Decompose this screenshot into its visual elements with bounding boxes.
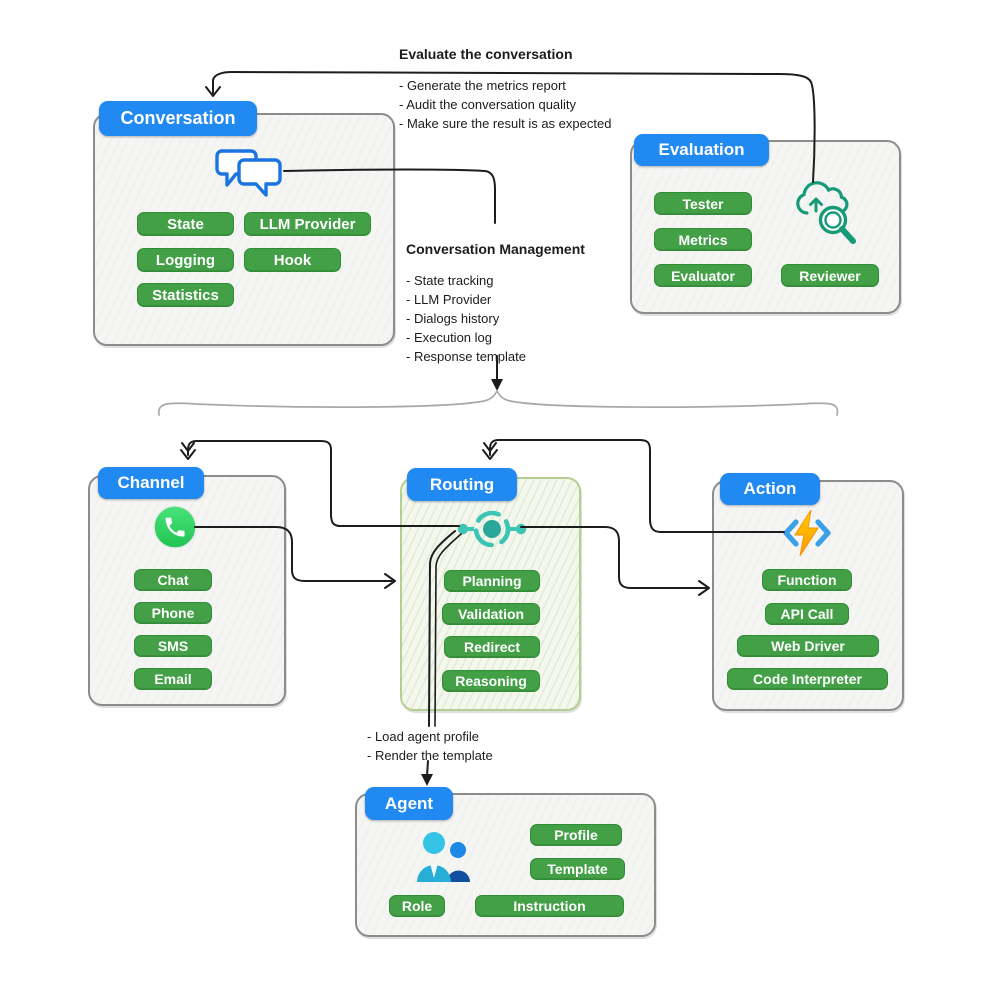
- arrowhead-conversation: [205, 86, 221, 97]
- action-title: Action: [743, 479, 797, 498]
- arrowhead-brace: [491, 379, 503, 391]
- pill-reasoning: Reasoning: [442, 670, 540, 692]
- management-note-title: Conversation Management: [406, 241, 585, 257]
- pill-reviewer: Reviewer: [781, 264, 879, 287]
- arrowhead-action: [698, 580, 710, 596]
- routing-title: Routing: [429, 474, 495, 494]
- pill-profile: Profile: [530, 824, 622, 846]
- management-note-bullet: - LLM Provider: [406, 292, 492, 307]
- pill-state: State: [137, 212, 234, 236]
- evaluate-note-bullet: - Generate the metrics report: [399, 78, 566, 93]
- channel-title: Channel: [117, 473, 185, 492]
- pill-role: Role: [389, 895, 445, 917]
- agent-note: - Load agent profile - Render the templa…: [367, 729, 493, 767]
- evaluate-note: Evaluate the conversation - Generate the…: [399, 46, 611, 135]
- management-note-bullet: - Response template: [406, 349, 526, 364]
- management-note: Conversation Management - State tracking…: [406, 241, 585, 368]
- pill-email: Email: [134, 668, 212, 690]
- routing-box: Routing Planning Validation Redirect Rea…: [400, 468, 581, 711]
- agent-note-bullet: - Render the template: [367, 748, 493, 763]
- conversation-title: Conversation: [120, 108, 236, 128]
- pill-template: Template: [530, 858, 625, 880]
- pill-phone: Phone: [134, 602, 212, 624]
- pill-llm-provider: LLM Provider: [244, 212, 371, 236]
- evaluation-title: Evaluation: [658, 140, 745, 159]
- agent-note-bullet: - Load agent profile: [367, 729, 480, 744]
- pill-web-driver: Web Driver: [737, 635, 879, 657]
- brace: [157, 389, 839, 416]
- function-bolt-icon: [783, 509, 831, 557]
- agent-box: Agent Profile Template Role Instruction: [355, 787, 656, 937]
- evaluate-note-bullet: - Audit the conversation quality: [399, 97, 577, 112]
- agent-title: Agent: [384, 793, 434, 813]
- routing-header: Routing: [407, 468, 517, 501]
- channel-box: Channel Chat Phone SMS Email: [88, 467, 286, 706]
- pill-logging: Logging: [137, 248, 234, 272]
- conversation-box: Conversation State LLM Provider Logging …: [93, 101, 395, 346]
- cloud-review-icon: [796, 181, 856, 244]
- pill-function: Function: [762, 569, 852, 591]
- pill-api-call: API Call: [765, 603, 849, 625]
- management-note-bullet: - Dialogs history: [406, 311, 500, 326]
- pill-evaluator: Evaluator: [654, 264, 752, 287]
- agent-header: Agent: [365, 787, 453, 820]
- pill-statistics: Statistics: [137, 283, 234, 307]
- team-users-icon: [417, 832, 470, 882]
- pill-hook: Hook: [244, 248, 341, 272]
- pill-metrics: Metrics: [654, 228, 752, 251]
- pill-code-interpreter: Code Interpreter: [727, 668, 888, 690]
- pill-sms: SMS: [134, 635, 212, 657]
- pill-planning: Planning: [444, 570, 540, 592]
- pill-chat: Chat: [134, 569, 212, 591]
- action-box: Action Function API Call Web Driver Code…: [712, 473, 904, 711]
- arrowhead-agent: [421, 774, 433, 786]
- pill-validation: Validation: [442, 603, 540, 625]
- evaluation-header: Evaluation: [634, 134, 769, 166]
- conversation-header: Conversation: [99, 101, 257, 136]
- arrowhead-channel: [180, 442, 196, 460]
- arrowhead-routing-left: [384, 573, 396, 589]
- management-note-bullet: - Execution log: [406, 330, 492, 345]
- evaluate-note-bullet: - Make sure the result is as expected: [399, 116, 612, 131]
- evaluation-box: Evaluation Tester Metrics Evaluator Revi…: [630, 134, 901, 314]
- pill-redirect: Redirect: [444, 636, 540, 658]
- chat-bubbles-icon: [215, 149, 282, 197]
- whatsapp-icon: [153, 505, 197, 549]
- evaluate-note-title: Evaluate the conversation: [399, 46, 573, 62]
- pill-instruction: Instruction: [475, 895, 624, 917]
- management-note-bullet: - State tracking: [406, 273, 494, 288]
- channel-header: Channel: [98, 467, 204, 499]
- action-header: Action: [720, 473, 820, 505]
- arrowhead-routing: [482, 442, 498, 460]
- pill-tester: Tester: [654, 192, 752, 215]
- load-balancer-icon: [457, 510, 527, 548]
